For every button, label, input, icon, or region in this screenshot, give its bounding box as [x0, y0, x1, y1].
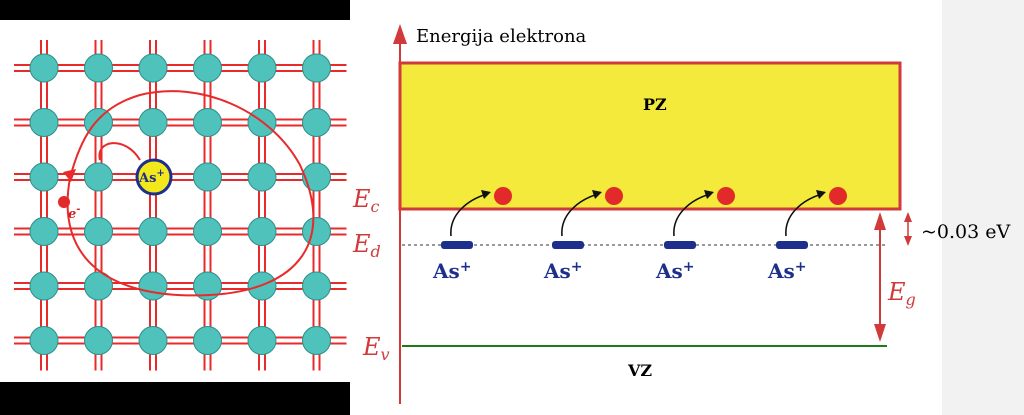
lattice-electron-label: e- — [68, 204, 80, 222]
lattice-atom — [138, 53, 168, 83]
lattice-atom — [29, 53, 59, 83]
orbit-arrowhead — [63, 169, 76, 182]
lattice-electron-dot — [58, 196, 70, 208]
crystal-lattice: As+ e- — [14, 40, 347, 371]
lattice-atom — [138, 108, 168, 137]
excitation-arrow — [450, 193, 488, 237]
excited-electron — [717, 187, 735, 205]
lattice-atom — [302, 326, 331, 355]
excited-electron — [829, 187, 847, 205]
lattice-atom — [247, 326, 277, 355]
lattice-atom — [302, 162, 331, 192]
band-gap-arrow-bottom — [874, 324, 886, 342]
donor-state: As+ — [655, 187, 735, 283]
donor-states: As+ As+ As+ As+ — [432, 187, 847, 283]
lattice-atom — [302, 271, 331, 301]
lattice-atom — [84, 108, 113, 137]
valence-band-label: VZ — [627, 361, 652, 380]
donor-state: As+ — [543, 187, 623, 283]
excitation-arrowhead — [481, 190, 491, 199]
excited-electron — [605, 187, 623, 205]
donor-gap-arrow: ~0.03 eV — [904, 212, 1011, 246]
lattice-atom — [29, 162, 59, 192]
orbit-hook — [98, 142, 141, 161]
energy-axis-arrowhead — [393, 24, 407, 44]
lattice-atom — [247, 162, 277, 192]
level-label-ed: Ed — [352, 230, 381, 261]
donor-state: As+ — [432, 187, 512, 283]
right-margin-strip — [942, 0, 1024, 415]
lattice-atom — [247, 217, 277, 246]
dopant-ion: As+ — [135, 158, 173, 196]
donor-ion-label: As+ — [432, 259, 472, 283]
donor-gap-arrow-bottom — [904, 236, 912, 246]
donor-gap-label: ~0.03 eV — [921, 221, 1011, 243]
lattice-atom — [302, 53, 331, 83]
lattice-atoms — [29, 53, 331, 355]
lattice-atom — [29, 217, 59, 246]
lattice-atom — [84, 53, 113, 83]
lattice-atom — [302, 108, 331, 137]
lattice-atom — [247, 53, 277, 83]
donor-ion-label: As+ — [767, 259, 807, 283]
conduction-band — [398, 61, 902, 211]
lattice-atom — [29, 271, 59, 301]
donor-state: As+ — [767, 187, 847, 283]
donor-ion-label: As+ — [543, 259, 583, 283]
level-label-ev: Ev — [362, 333, 390, 364]
excitation-arrowhead — [704, 190, 714, 199]
lattice-electron: e- — [58, 196, 80, 222]
excitation-arrow — [561, 193, 599, 237]
excitation-arrowhead — [592, 190, 602, 199]
excitation-arrowhead — [816, 190, 826, 199]
dopant-ion-circle — [135, 158, 173, 196]
lattice-atom — [302, 217, 331, 246]
band-gap-arrow: Eg — [874, 212, 916, 342]
donor-level-bar — [664, 241, 696, 249]
conduction-band-label: PZ — [643, 95, 667, 114]
lattice-atom — [84, 217, 113, 246]
lattice-atom — [138, 326, 168, 355]
lattice-atom — [84, 326, 113, 355]
donor-level-bar — [441, 241, 473, 249]
donor-ion-label: As+ — [655, 259, 695, 283]
donor-level-bar — [776, 241, 808, 249]
lattice-atom — [138, 217, 168, 246]
lattice-atom — [193, 217, 222, 246]
energy-band-diagram: Energija elektrona PZ VZ Ec Ed Ev As+As+… — [352, 24, 1011, 404]
energy-axis-title: Energija elektrona — [416, 26, 587, 47]
band-gap-label: Eg — [887, 278, 916, 309]
electron-orbit — [66, 90, 315, 297]
lattice-atom — [193, 162, 222, 192]
excitation-arrow — [785, 193, 823, 237]
lattice-atom — [193, 326, 222, 355]
lattice-atom — [193, 53, 222, 83]
excited-electron — [494, 187, 512, 205]
level-label-ec: Ec — [352, 185, 380, 216]
lattice-bonds — [14, 40, 347, 371]
lattice-atom — [138, 271, 168, 301]
excitation-arrow — [673, 193, 711, 237]
donor-gap-arrow-top — [904, 212, 912, 222]
lattice-atom — [29, 108, 59, 137]
lattice-atom — [193, 271, 222, 301]
donor-level-bar — [552, 241, 584, 249]
band-gap-arrow-top — [874, 212, 886, 230]
lattice-atom — [84, 271, 113, 301]
dopant-ion-label: As+ — [138, 168, 165, 186]
lattice-atom — [193, 108, 222, 137]
lattice-atom — [84, 162, 113, 192]
lattice-atom — [29, 326, 59, 355]
